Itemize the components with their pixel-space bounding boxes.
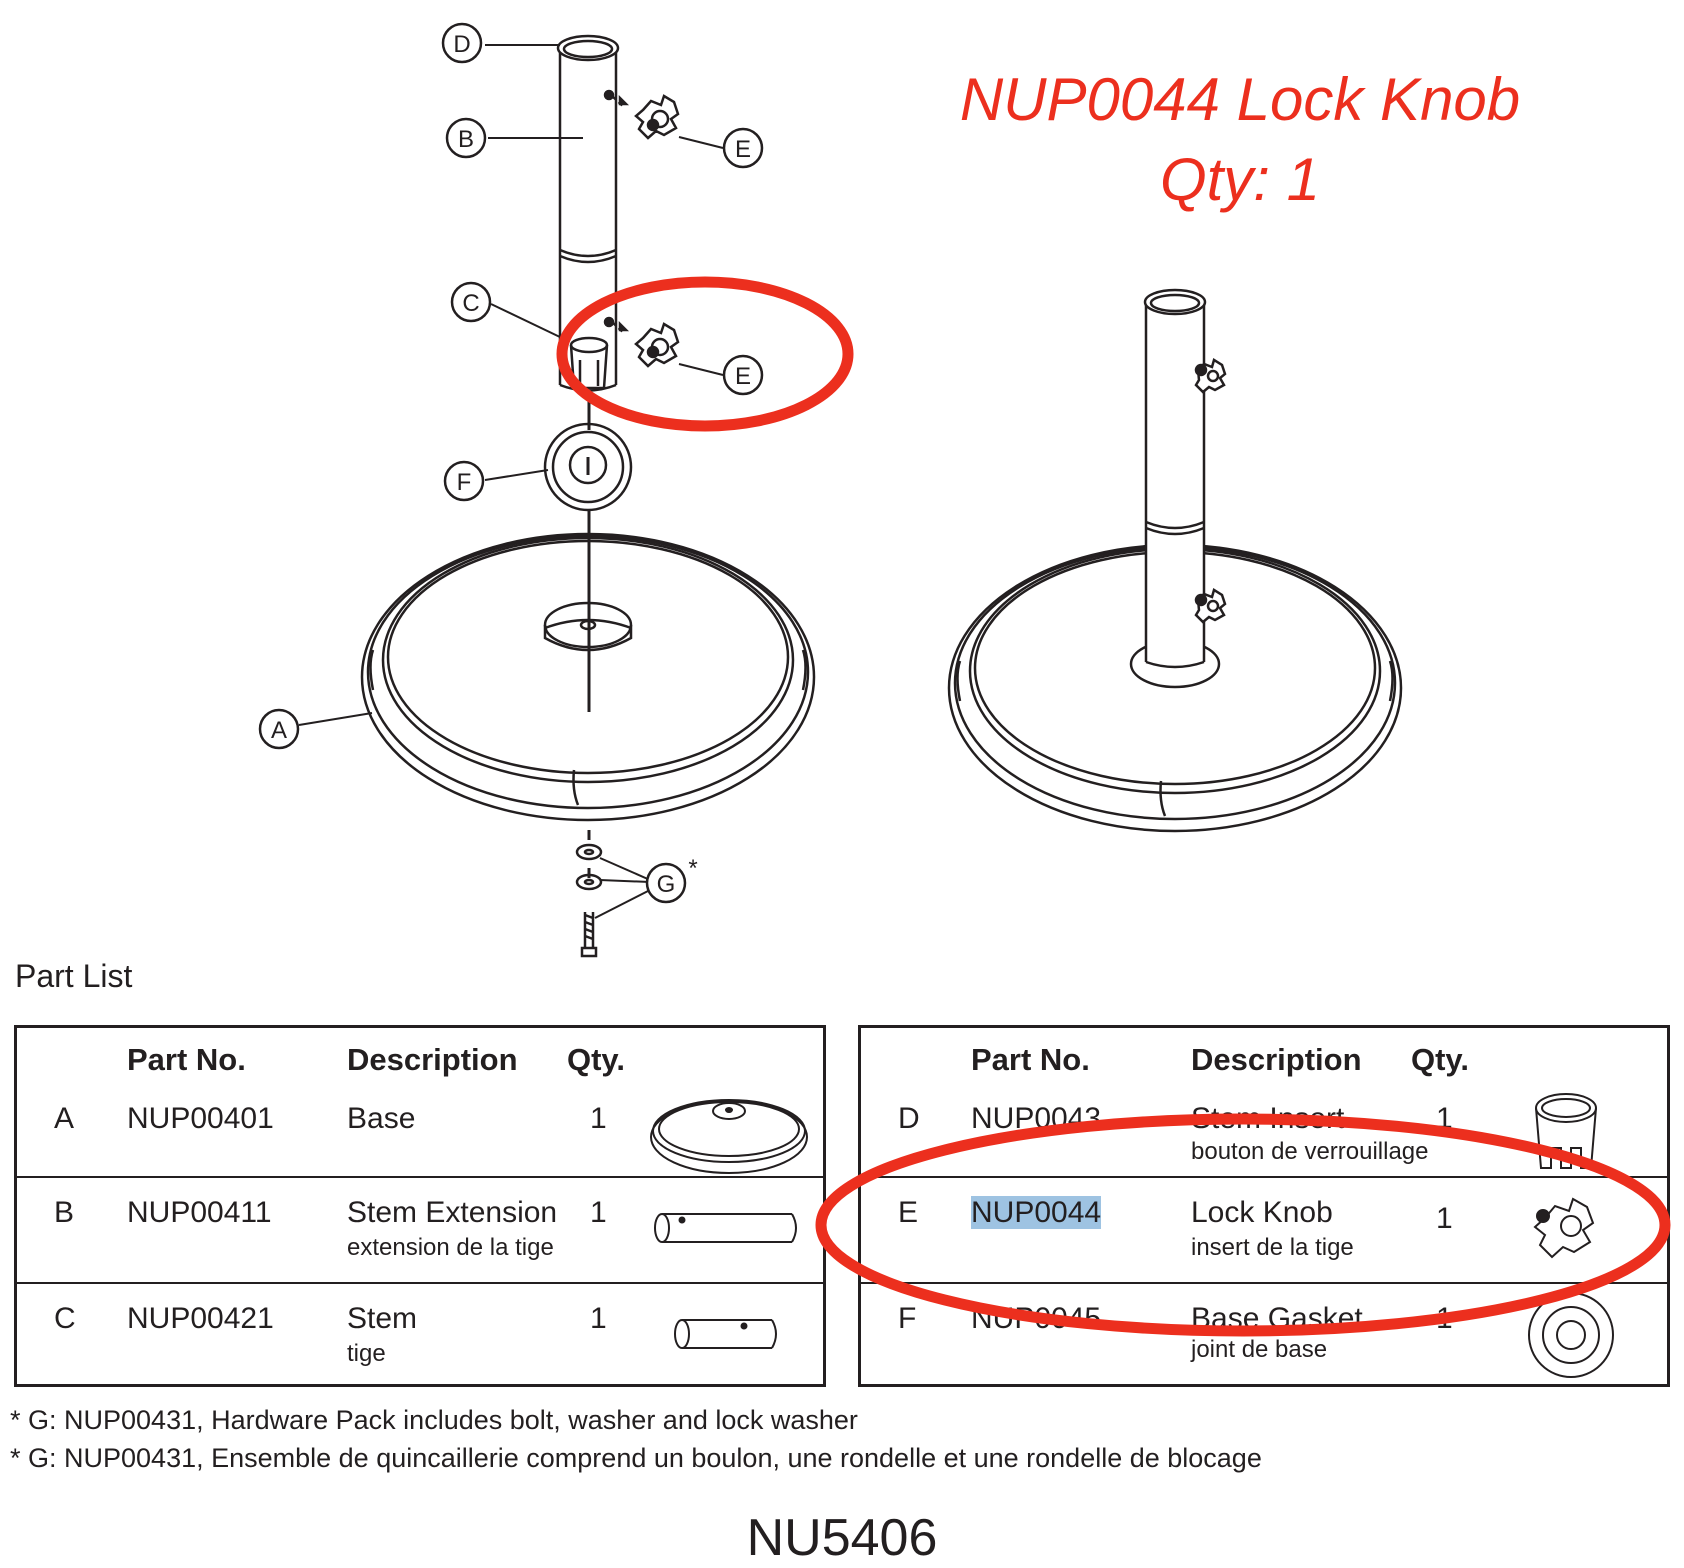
row-sub-description: joint de base — [1191, 1336, 1328, 1363]
assembly-diagram: D B E C E F A G * — [258, 22, 1403, 958]
row-part-no: NUP0045 — [971, 1302, 1102, 1335]
stem-icon — [674, 1319, 777, 1349]
row-part-no: NUP00421 — [127, 1302, 274, 1335]
stem-insert-part — [569, 336, 609, 390]
row-sub-description: tige — [347, 1340, 386, 1367]
row-qty: 1 — [590, 1302, 607, 1335]
parts-table-left: Part No. Description Qty. A NUP00401 Bas… — [14, 1025, 826, 1387]
lock-knob-icon — [1533, 1197, 1595, 1259]
row-part-no: NUP0043 — [971, 1102, 1102, 1135]
table-row: D NUP0043 Stem Insert bouton de verrouil… — [861, 1088, 1667, 1176]
hardware-pack-part — [575, 843, 603, 958]
base-icon — [650, 1099, 808, 1174]
highlight-ring-diagram — [556, 276, 854, 432]
highlight-qty: Qty: 1 — [1159, 146, 1321, 213]
header-qty: Qty. — [567, 1042, 625, 1077]
row-letter: D — [898, 1102, 920, 1135]
stem-extension-part — [556, 34, 620, 392]
part-list-heading: Part List — [15, 958, 133, 994]
row-description: Stem Insert — [1191, 1102, 1345, 1135]
callout-e-lower: E — [735, 363, 751, 390]
callout-g: G — [657, 871, 676, 898]
row-description: Base — [347, 1102, 416, 1135]
hardware-asterisk: * — [688, 855, 697, 882]
row-sub-description: bouton de verrouillage — [1191, 1138, 1429, 1165]
highlighted-part-no: NUP0044 — [971, 1196, 1102, 1229]
callout-f: F — [457, 469, 472, 496]
row-qty: 1 — [590, 1196, 607, 1229]
callout-c: C — [462, 290, 479, 317]
assembled-base-view — [947, 288, 1403, 833]
row-description: Base Gasket — [1191, 1302, 1363, 1335]
callout-a: A — [271, 717, 287, 744]
header-part-no: Part No. — [127, 1042, 246, 1077]
stem-extension-icon — [654, 1213, 797, 1243]
hardware-note-fr: * G: NUP00431, Ensemble de quincaillerie… — [10, 1443, 1262, 1473]
callout-e-upper: E — [735, 136, 751, 163]
base-gasket-part — [543, 422, 633, 512]
row-letter: F — [898, 1302, 917, 1335]
highlight-title: NUP0044 Lock Knob — [959, 66, 1521, 133]
header-description: Description — [347, 1042, 518, 1077]
table-row: F NUP0045 Base Gasket joint de base 1 — [861, 1282, 1667, 1389]
table-row: B NUP00411 Stem Extension extension de l… — [17, 1176, 823, 1284]
row-letter: B — [54, 1196, 75, 1229]
base-part — [360, 532, 816, 822]
row-sub-description: extension de la tige — [347, 1234, 554, 1261]
row-description: Stem — [347, 1302, 418, 1335]
row-letter: E — [898, 1196, 919, 1229]
header-part-no: Part No. — [971, 1042, 1090, 1077]
row-sub-description: insert de la tige — [1191, 1234, 1354, 1261]
table-row: C NUP00421 Stem tige 1 — [17, 1282, 823, 1389]
base-gasket-icon — [1528, 1292, 1614, 1378]
model-number: NU5406 — [746, 1509, 938, 1567]
hardware-note-en: * G: NUP00431, Hardware Pack includes bo… — [10, 1405, 858, 1435]
lock-knob-upper — [603, 89, 680, 140]
row-description: Stem Extension — [347, 1196, 558, 1229]
parts-table-right: Part No. Description Qty. D NUP0043 Stem… — [858, 1025, 1670, 1387]
row-qty: 1 — [1436, 1302, 1453, 1335]
header-description: Description — [1191, 1042, 1362, 1077]
row-part-no: NUP00401 — [127, 1102, 274, 1135]
header-qty: Qty. — [1411, 1042, 1469, 1077]
row-qty: 1 — [1436, 1102, 1453, 1135]
stem-insert-icon — [1535, 1093, 1597, 1169]
lock-knob-lower — [603, 316, 680, 368]
table-row: A NUP00401 Base 1 — [17, 1088, 823, 1176]
row-part-no: NUP00411 — [127, 1196, 272, 1229]
row-qty: 1 — [1436, 1202, 1453, 1235]
row-letter: A — [54, 1102, 75, 1135]
callout-d: D — [453, 31, 470, 58]
table-row: E NUP0044 Lock Knob insert de la tige 1 — [861, 1176, 1667, 1284]
row-letter: C — [54, 1302, 76, 1335]
row-part-no: NUP0044 — [971, 1196, 1102, 1230]
callout-b: B — [458, 126, 474, 153]
row-qty: 1 — [590, 1102, 607, 1135]
row-description: Lock Knob — [1191, 1196, 1333, 1229]
